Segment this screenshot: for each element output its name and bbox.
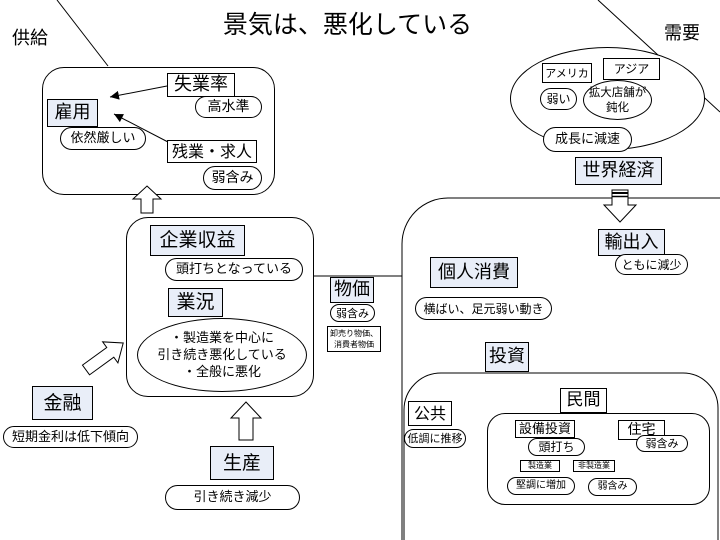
prices-heading: 物価: [330, 277, 374, 303]
business-conditions-line: ・全般に悪化: [182, 364, 261, 380]
public-investment-label: 公共: [408, 401, 452, 426]
unemployment-rate-label: 失業率: [167, 73, 235, 97]
private-investment-label: 民間: [560, 388, 607, 413]
consumption-status: 横ばい、足元弱い動き: [415, 297, 552, 320]
corporate-profits-heading: 企業収益: [150, 225, 245, 256]
consumption-heading: 個人消費: [430, 257, 518, 288]
employment-status: 依然厳しい: [60, 127, 146, 150]
prices-note-line: 消費者物価: [334, 340, 374, 349]
finance-status: 短期金利は低下傾向: [3, 426, 138, 448]
manufacturing-label: 製造業: [520, 460, 560, 472]
corporate-profits-status: 頭打ちとなっている: [165, 258, 303, 281]
prices-status: 弱含み: [330, 304, 375, 322]
prices-note: 卸売り物価、 消費者物価: [327, 326, 381, 352]
world-economy-status: 成長に減速: [543, 127, 632, 152]
production-status: 引き続き減少: [165, 485, 300, 510]
business-conditions-status: ・製造業を中心に 引き続き悪化している ・全般に悪化: [137, 318, 307, 392]
demand-label: 需要: [664, 23, 700, 44]
asia-status-line: 鈍化: [606, 100, 629, 114]
capex-label: 設備投資: [515, 420, 575, 438]
overtime-openings-label: 残業・求人: [167, 140, 257, 163]
finance-heading: 金融: [32, 386, 93, 420]
trade-heading: 輸出入: [598, 229, 665, 256]
business-conditions-line: 引き続き悪化している: [157, 347, 287, 363]
usa-status: 弱い: [540, 88, 577, 110]
asia-status: 拡大店舗が 鈍化: [583, 80, 652, 120]
unemployment-rate-status: 高水準: [195, 96, 262, 118]
usa-label: アメリカ: [542, 63, 592, 83]
world-to-trade-down-arrow: [602, 189, 638, 223]
business-conditions-heading: 業況: [168, 288, 223, 317]
production-heading: 生産: [210, 446, 274, 480]
asia-status-line: 拡大店舗が: [588, 85, 647, 99]
overtime-openings-status: 弱含み: [203, 166, 262, 190]
supply-label: 供給: [12, 28, 48, 49]
trade-status: ともに減少: [615, 254, 688, 275]
production-to-corporate-up-arrow: [229, 401, 263, 441]
prices-note-line: 卸売り物価、: [330, 329, 378, 338]
manufacturing-status: 堅調に増加: [507, 477, 575, 495]
housing-status: 弱含み: [636, 435, 688, 452]
finance-to-corporate-arrow: [81, 341, 124, 376]
public-investment-status: 低調に推移: [404, 429, 466, 448]
non-manufacturing-label: 非製造業: [573, 460, 615, 472]
investment-heading: 投資: [485, 342, 529, 372]
employment-heading: 雇用: [47, 99, 98, 127]
supply-divider-line: [56, 0, 109, 67]
business-conditions-line: ・製造業を中心に: [169, 330, 274, 346]
asia-label: アジア: [603, 58, 660, 80]
non-manufacturing-status: 弱含み: [588, 478, 637, 496]
slide-title: 景気は、悪化している: [222, 10, 473, 39]
world-economy-heading: 世界経済: [575, 157, 662, 185]
capex-status: 頭打ち: [528, 438, 585, 456]
